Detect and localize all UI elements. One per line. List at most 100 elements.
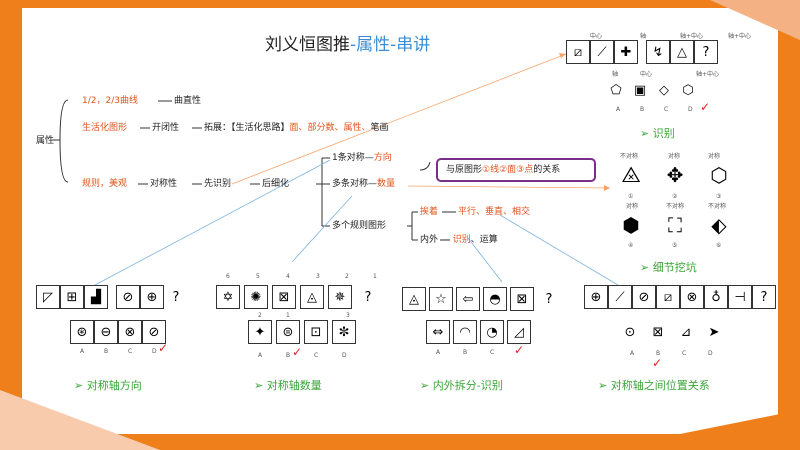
option-label-1: 轴	[612, 71, 619, 78]
mindmap-node-open-closed: 开闭性	[152, 123, 180, 133]
puzzle-cell: ◬	[402, 287, 426, 311]
grid-bottom-label: 对称	[626, 203, 639, 210]
grid-top-label: 对称	[668, 153, 681, 160]
grid-num: ①	[628, 193, 634, 200]
grid-num: ④	[628, 242, 634, 249]
puzzle4-options-row: ⊙ ⊠ ⊿ ➤	[618, 320, 726, 344]
puzzle-question-cell: ?	[164, 285, 188, 309]
corner-decoration-top-right	[710, 0, 800, 40]
puzzle-question-cell: ?	[356, 285, 380, 309]
option-cell: ✦	[248, 320, 272, 344]
option-cell: ⇔	[426, 320, 450, 344]
option-letter: B	[286, 352, 291, 359]
option-cell: ⊛	[70, 320, 94, 344]
option-letter: C	[490, 349, 495, 356]
top-label-1: 中心	[590, 33, 603, 40]
puzzle2-options-row: ✦ ⊜ ⊡ ✼	[248, 320, 356, 344]
checkmark-icon: ✓	[158, 341, 169, 355]
option-letter: C	[128, 348, 133, 355]
puzzle-cell: ⊘	[632, 285, 656, 309]
puzzle1-question-row: ◸ ⊞ ▟ ⊘ ⊕ ?	[36, 285, 188, 309]
corner-decoration-bottom-right	[600, 410, 800, 450]
puzzle2-num: 6	[226, 273, 230, 280]
option-letter: B	[656, 350, 661, 357]
option-cell: ⊙	[618, 320, 642, 344]
relation-text: 与原图形①线②面③点的关系	[446, 165, 561, 175]
option-cell: ⊠	[646, 320, 670, 344]
option-letter: B	[463, 349, 468, 356]
option-cell: ◿	[507, 320, 531, 344]
label-p3: ➢ 内外拆分-识别	[420, 379, 503, 392]
option-letter: D	[152, 348, 157, 355]
mindmap-node-inner-outer: 内外 — 识别、运算	[420, 235, 498, 245]
option-letter: D	[342, 352, 347, 359]
puzzle2-sub: 2	[258, 312, 262, 319]
puzzle-cell: ⊕	[140, 285, 164, 309]
puzzle-cell: △	[670, 40, 694, 64]
grid-top-label: 对称	[708, 153, 721, 160]
grid-row-1: ⨻ ✥ ⬡	[616, 160, 734, 190]
option-letter: A	[258, 352, 263, 359]
puzzle-cell: ☆	[429, 287, 453, 311]
checkmark-icon: ✓	[292, 345, 303, 359]
checkmark-icon: ✓	[514, 343, 525, 357]
option-letter: D	[688, 106, 693, 113]
mindmap-node-curve: 1/2，2/3曲线	[82, 96, 138, 106]
top-label-2: 轴	[640, 33, 647, 40]
grid-shape: ⨻	[616, 160, 646, 190]
puzzle-cell: ⧄	[656, 285, 680, 309]
grid-shape: ⬖	[704, 210, 734, 240]
checkmark-icon: ✓	[700, 100, 711, 114]
puzzle2-num: 3	[316, 273, 320, 280]
grid-num: ⑤	[672, 242, 678, 249]
puzzle-cell: ⇦	[456, 287, 480, 311]
option-cell: ⊿	[674, 320, 698, 344]
mindmap-root: 属性	[36, 136, 55, 146]
grid-top-label: 不对称	[620, 153, 639, 160]
mindmap-node-one-axis: 1条对称—方向	[332, 153, 392, 163]
mindmap-node-adjacent: 挨着	[420, 207, 439, 217]
puzzle-question-cell: ?	[537, 287, 561, 311]
option-letter: A	[616, 106, 621, 113]
puzzle-cell: ▟	[84, 285, 108, 309]
puzzle-cell: ⧄	[566, 40, 590, 64]
puzzle-question-cell: ?	[694, 40, 718, 64]
puzzle2-sub: 1	[286, 312, 290, 319]
mindmap-node-extension: 拓展：【生活化思路】面、部分数、属性、笔画	[204, 123, 389, 133]
grid-num: ⑥	[716, 242, 722, 249]
label-recognize: ➢ 识别	[640, 127, 675, 140]
puzzle1-options-row: ⊛ ⊖ ⊗ ⊘	[70, 320, 166, 344]
mindmap-node-refine-later: 后细化	[262, 179, 290, 189]
label-p4: ➢ 对称轴之间位置关系	[598, 379, 710, 392]
option-letter: B	[640, 106, 645, 113]
grid-num: ②	[672, 193, 678, 200]
option-letter: C	[664, 106, 669, 113]
label-p1: ➢ 对称轴方向	[74, 379, 142, 392]
page-title: 刘义恒图推-属性-串讲	[265, 35, 431, 55]
puzzle-cell: ♁	[704, 285, 728, 309]
puzzle-question-cell: ?	[752, 285, 776, 309]
mindmap-node-multi-shapes: 多个规则图形	[332, 221, 387, 231]
option-shape: ⬡	[676, 78, 700, 102]
option-cell: ⊜	[276, 320, 300, 344]
relation-box	[436, 158, 596, 182]
puzzle-cell: ⊘	[116, 285, 140, 309]
puzzle-cell: ✚	[614, 40, 638, 64]
option-letter: D	[708, 350, 713, 357]
puzzle-cell: ↯	[646, 40, 670, 64]
puzzle2-num: 5	[256, 273, 260, 280]
puzzle2-question-row: ✡ ✺ ⊠ ◬ ✵ ?	[216, 285, 380, 309]
mindmap-node-multi-axis: 多条对称—数量	[332, 179, 396, 189]
puzzle3-options-row: ⇔ ◠ ◔ ◿	[426, 320, 531, 344]
top-puzzle-options-row: ⬠ ▣ ◇ ⬡	[604, 78, 700, 102]
puzzle-cell: ⊠	[272, 285, 296, 309]
puzzle-cell: ⊗	[680, 285, 704, 309]
option-cell: ◔	[480, 320, 504, 344]
puzzle-cell: ⊕	[584, 285, 608, 309]
option-cell: ➤	[702, 320, 726, 344]
grid-num: ③	[716, 193, 722, 200]
option-letter: C	[682, 350, 687, 357]
mindmap-node-parallel: 平行、垂直、相交	[458, 207, 531, 217]
puzzle-cell: ⊠	[510, 287, 534, 311]
